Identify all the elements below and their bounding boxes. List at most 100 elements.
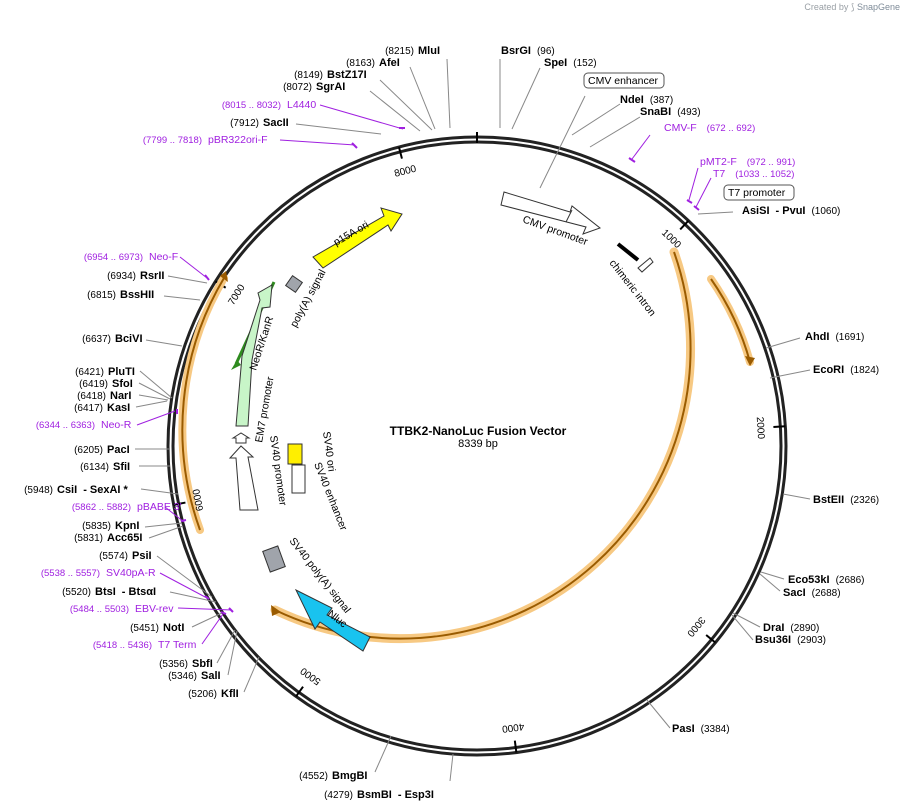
site-name: PacI [107,444,130,456]
primer-1[interactable]: (7799 .. 7818)pBR322ori-F [143,134,268,146]
site-saci[interactable]: SacI(2688) [783,587,841,599]
site-acc65i[interactable]: (5831)Acc65I [74,532,142,544]
site-pluti[interactable]: (6421) PluTI [75,366,135,378]
site-psii[interactable]: (5574)PsiI [99,550,151,562]
site-bsrgi[interactable]: BsrGI(96) [501,45,555,57]
site-name: RsrII [140,270,164,282]
site-extra: - PvuI [776,205,806,217]
site-sbfi[interactable]: (5356)SbfI [159,658,213,670]
site-snabi[interactable]: SnaBI(493) [640,106,701,118]
sv40-polya-feature [262,545,286,573]
site-pos: (3384) [701,724,730,735]
primer-3[interactable]: pMT2-F(972 .. 991) [700,156,795,168]
site-pos: (152) [573,58,596,69]
site-kpni[interactable]: (5835)KpnI [82,520,139,532]
polya-small-feature [284,274,304,294]
site-pos: (8163) [346,58,375,69]
site-noti[interactable]: (5451)NotI [130,622,184,634]
site-bsmbi[interactable]: (4279)BsmBI- Esp3I [324,789,434,801]
site-kasi[interactable]: (6417)KasI [74,402,130,414]
tick-3000 [705,634,717,644]
site-eco53ki[interactable]: Eco53kI (2686) [788,574,865,586]
site-name: Eco53kI [788,574,830,586]
site-pos: (387) [650,95,673,106]
site-ahdi[interactable]: AhdI(1691) [805,331,864,343]
nluc-feature [294,588,371,652]
plasmid-name: TTBK2-NanoLuc Fusion Vector [390,424,567,438]
site-ecori[interactable]: EcoRI(1824) [813,364,879,376]
site-btsi[interactable]: (5520)BtsI- BtsαI [62,586,156,598]
site-kfli[interactable]: (5206)KflI [188,688,239,700]
site-name: Acc65I [107,532,142,544]
site-bcivi[interactable]: (6637)BciVI [82,333,142,345]
primer-6[interactable]: (6344 .. 6363)Neo-R [36,419,132,431]
site-sfii[interactable]: (6134)SfiI [80,461,130,473]
site-sgrai[interactable]: (8072)SgrAI [283,81,345,93]
em7-promoter-feature [231,432,251,444]
primer-9[interactable]: (5484 .. 5503)EBV-rev [70,603,174,615]
primer-4[interactable]: T7(1033 .. 1052) [713,168,794,180]
site-rsrii[interactable]: (6934) RsrII [107,270,164,282]
site-csii[interactable]: (5948)CsiI- SexAI * [24,484,128,496]
site-name: BciVI [115,333,143,345]
site-sacii[interactable]: (7912)SacII [230,117,289,129]
snapgene-logo-icon: ⟆ [850,2,855,12]
primer-0[interactable]: (8015 .. 8032)L4440 [222,99,317,111]
site-paci[interactable]: (6205)PacI [74,444,130,456]
t7-promoter-box [723,184,795,201]
site-pos: (5835) [82,521,111,532]
site-pos: (5451) [130,623,159,634]
site-name: NarI [110,390,131,402]
tick-label: 3000 [684,614,707,638]
site-asisi[interactable]: AsiSI- PvuI(1060) [742,205,840,217]
site-pos: (2686) [836,575,865,586]
site-name: PluTI [108,366,135,378]
site-sali[interactable]: (5346)SalI [168,670,220,682]
plasmid-length: 8339 bp [458,438,498,450]
primer-8[interactable]: (5538 .. 5557)SV40pA-R [41,567,156,579]
site-nari[interactable]: (6418) NarI [77,390,131,402]
orf-line-small [710,278,751,363]
primer-7[interactable]: (5862 .. 5882)pBABE 3' [72,501,182,513]
primer-pos: (672 .. 692) [707,123,756,134]
tick-5000 [295,686,304,698]
site-bstz17i[interactable]: (8149)BstZ17I [294,69,367,81]
neo-arrowhead [231,360,241,370]
primer-pos: (5418 .. 5436) [93,640,152,651]
site-name: SacI [783,587,806,599]
site-bsshii[interactable]: (6815)BssHII [87,289,154,301]
site-name: BsmBI [357,789,392,801]
site-name: EcoRI [813,364,844,376]
primer-10[interactable]: (5418 .. 5436)T7 Term [93,639,197,651]
cmv-promoter-feature [500,191,602,235]
site-spei[interactable]: SpeI(152) [544,57,597,69]
primer-pos: (1033 .. 1052) [735,169,794,180]
site-bsteii[interactable]: BstEII(2326) [813,494,879,506]
site-ndei[interactable]: NdeI(387) [620,94,673,106]
site-sfoi[interactable]: (6419)SfoI [79,378,133,390]
site-pos: (2890) [790,623,819,634]
site-bmgbi[interactable]: (4552)BmgBI [299,770,367,782]
site-drai[interactable]: DraI(2890) [763,622,819,634]
snapgene-credit: Created by ⟆ SnapGene [804,2,900,13]
site-mlui[interactable]: (8215)MluI [385,45,440,57]
tick-1000 [679,219,690,231]
site-pos: (6421) [75,367,104,378]
site-name: CsiI [57,484,77,496]
site-pos: (6418) [77,391,106,402]
tick-8000 [397,146,403,159]
primer-name: CMV-F [664,122,697,134]
site-pos: (5206) [188,689,217,700]
site-pasi[interactable]: PasI(3384) [672,723,730,735]
tick-2000 [773,425,786,429]
primer-name: pBR322ori-F [208,134,268,146]
boxed-feature-labels: CMV enhancer T7 promoter [583,72,795,201]
site-pos: (6934) [107,271,136,282]
site-bsu36i[interactable]: Bsu36I(2903) [755,634,826,646]
site-labels: (8215)MluI BsrGI(96) (8163) AfeI SpeI(152) (8… [24,45,879,801]
primer-2[interactable]: CMV-F (672 .. 692) [664,122,755,134]
site-afei[interactable]: (8163) AfeI [346,57,400,69]
primer-5[interactable]: (6954 .. 6973)Neo-F [84,251,178,263]
site-name: SalI [201,670,221,682]
site-name: AfeI [379,57,400,69]
